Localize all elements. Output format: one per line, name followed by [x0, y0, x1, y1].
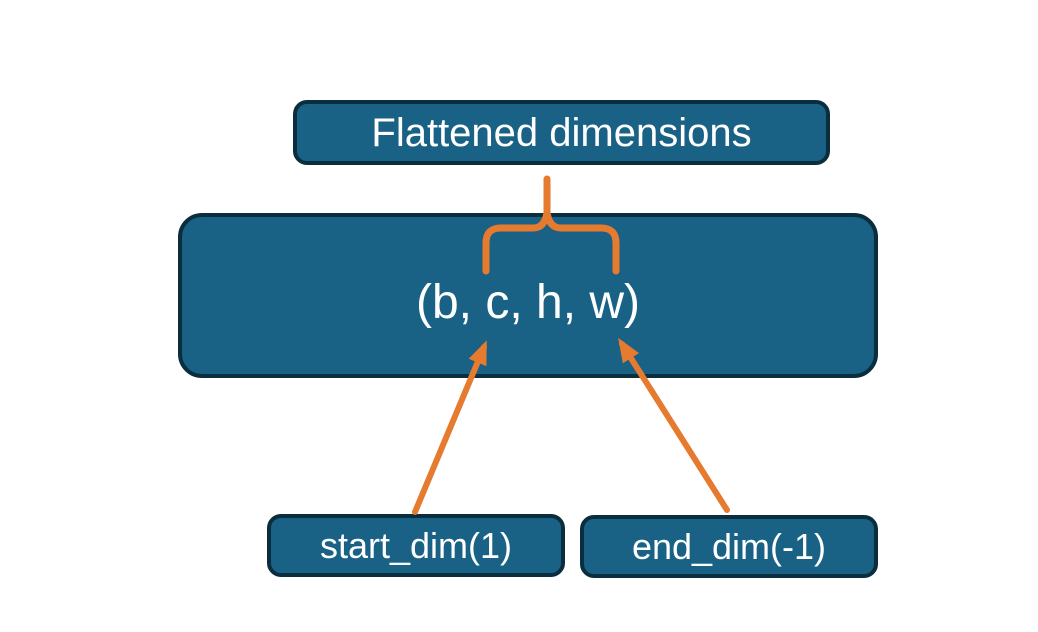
node-end-dim: end_dim(-1): [580, 515, 878, 578]
node-start-dim: start_dim(1): [267, 514, 565, 577]
node-end-dim-label: end_dim(-1): [631, 525, 827, 567]
node-flattened-dimensions: Flattened dimensions: [293, 100, 830, 165]
node-flattened-dimensions-label: Flattened dimensions: [371, 110, 752, 155]
node-start-dim-label: start_dim(1): [319, 524, 513, 566]
node-tuple-bchw: (b, c, h, w): [178, 213, 878, 378]
node-tuple-bchw-label: (b, c, h, w): [415, 275, 641, 329]
